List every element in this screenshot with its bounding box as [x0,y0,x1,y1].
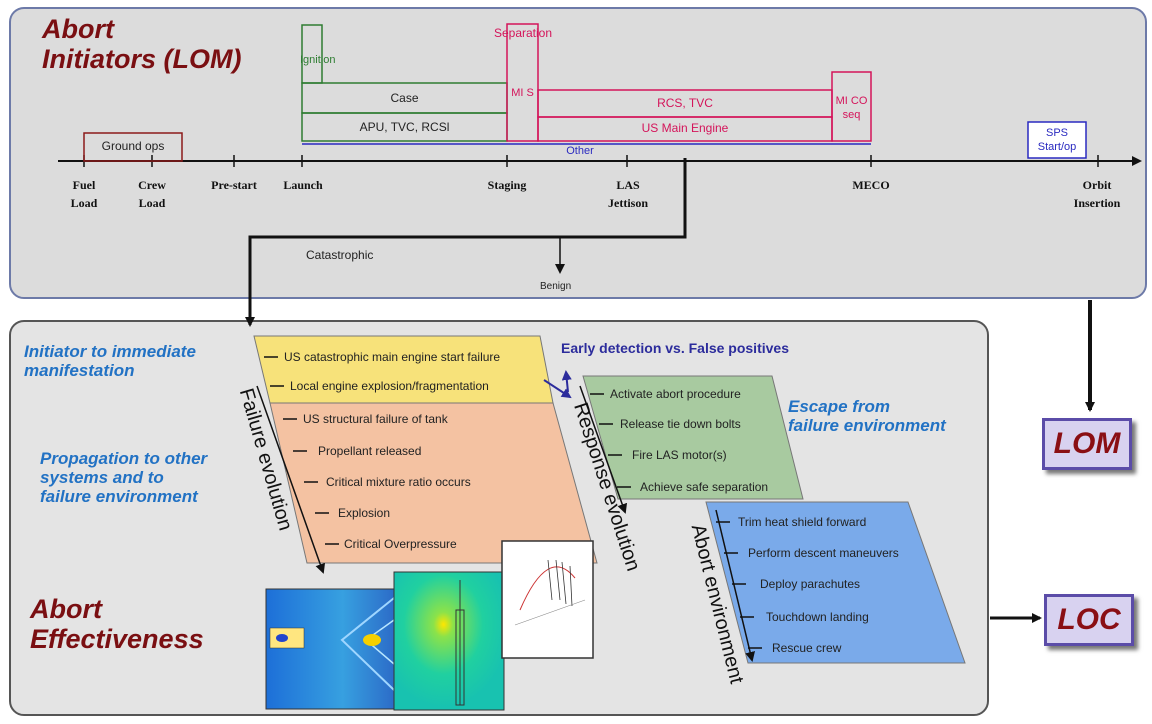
response-block [582,375,804,500]
catastrophic-path [245,158,687,327]
failure-step-dashes [264,356,339,545]
abort-environment-arrow [715,509,755,662]
simulation-image-3 [501,540,594,659]
response-evolution-arrow [579,385,628,514]
pink-bars [506,23,872,142]
initiators-panel [9,7,1147,299]
response-step-dashes [590,393,631,488]
propagation-block [269,402,598,564]
environment-step-dashes [716,521,762,649]
simulation-image-2 [393,571,505,711]
failure-evolution-arrow [256,385,326,574]
sps-box [1027,121,1087,159]
environment-block [705,501,966,664]
ground-ops-bar [83,132,183,162]
simulation-image-1 [265,588,395,710]
manifestation-block [253,335,554,404]
double-arrow-icon-lower [543,379,572,399]
